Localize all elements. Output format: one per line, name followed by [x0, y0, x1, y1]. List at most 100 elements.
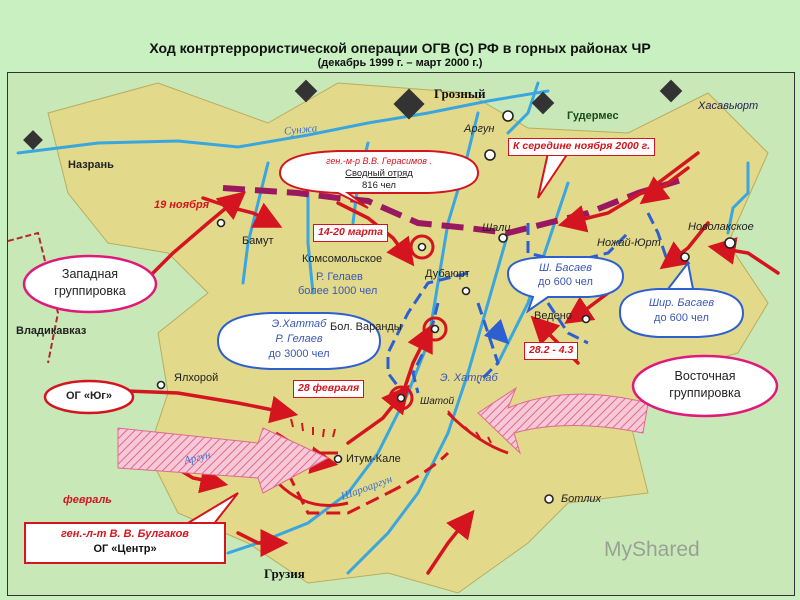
- west-group-line2: группировка: [54, 284, 126, 298]
- west-group-ellipse: [22, 254, 158, 314]
- bulgakov-box: ген.-л-т В. В. Булгаков ОГ «Центр»: [24, 522, 226, 564]
- marker-nozhai: [680, 252, 690, 262]
- marker-shatoy: [396, 393, 406, 403]
- arrow-vedeno: [564, 291, 610, 324]
- bulgakov-line1: ген.-л-т В. В. Булгаков: [61, 528, 189, 540]
- pink-arrow-east: [477, 386, 649, 455]
- map-graphics: [8, 79, 780, 594]
- label-bol-varandy: Бол. Варанды: [330, 321, 402, 333]
- arrow-west: [146, 191, 247, 280]
- gerasimov-bubble: [278, 150, 480, 209]
- label-shatoy: Шатой: [420, 396, 455, 407]
- encircled-markers: [388, 234, 448, 411]
- event-feb28-mar4: 28.2 - 4.3: [524, 342, 579, 360]
- og-yug-label: ОГ «Юг»: [65, 390, 112, 402]
- east-group-line2: группировка: [669, 386, 741, 400]
- og-yug-ellipse: [43, 379, 135, 415]
- ne-block: [659, 79, 683, 103]
- event-nov19: 19 ноября: [154, 199, 210, 211]
- label-bamut: Бамут: [242, 235, 274, 247]
- shir-basaev-line1: Шир. Басаев: [648, 297, 715, 309]
- arrow-east-1: [557, 151, 700, 233]
- marker-dubayurt: [461, 286, 471, 296]
- river-west2: [306, 191, 315, 295]
- gerasimov-line1: ген.-м-р В.В. Герасимов .: [326, 156, 432, 166]
- event-mar14-20: 14-20 марта: [313, 224, 388, 242]
- khattab-line1: Э.Хаттаб: [271, 318, 327, 330]
- label-yalkhoroy: Ялхорой: [174, 372, 219, 384]
- basaev-bubble: [506, 256, 625, 314]
- arrow-east-4: [707, 237, 780, 275]
- river-sunzha: [16, 89, 550, 155]
- grozny-block: [393, 88, 425, 120]
- arrow-lower: [236, 529, 289, 557]
- marker-argun: [502, 110, 514, 122]
- khattab-bubble: [216, 312, 382, 370]
- label-khasavyurt: Хасавьюрт: [698, 100, 759, 112]
- event-nov2000: К середине ноября 2000 г.: [508, 138, 656, 156]
- marker-shali: [498, 233, 508, 243]
- front-line-purple: [222, 175, 689, 237]
- shir-basaev-line2: до 600 чел: [654, 312, 709, 324]
- label-dubayurt: Дубаюрт: [425, 268, 470, 280]
- west-group-line1: Западная: [61, 267, 119, 281]
- label-novolakskoe: Новолакское: [688, 221, 754, 233]
- arrow-south-central: [426, 509, 475, 575]
- label-shali: Шали: [482, 222, 511, 234]
- label-itum-kale: Итум-Кале: [346, 453, 401, 465]
- event-february: февраль: [63, 494, 112, 506]
- label-komsomolskoe: Комсомольское: [302, 253, 383, 265]
- marker-bamut: [216, 218, 226, 228]
- gerasimov-line3: 816 чел: [362, 180, 396, 191]
- marker-north: [484, 149, 496, 161]
- w-block: [23, 130, 43, 150]
- shir-basaev-bubble: [619, 260, 745, 338]
- east-group-line1: Восточная: [674, 369, 736, 383]
- arrow-yug: [124, 389, 299, 424]
- arrow-south-to-shatoy: [346, 384, 410, 445]
- encirclement-dashed: [286, 451, 450, 515]
- gerasimov-line2: Сводный отряд: [345, 168, 413, 179]
- marker-vedeno: [581, 314, 591, 324]
- label-nozhai-yurt: Ножай-Юрт: [597, 237, 661, 249]
- label-khattab-map: Э. Хаттаб: [440, 372, 498, 384]
- marker-komsomolskoe: [417, 242, 427, 252]
- marker-itumkale: [333, 454, 343, 464]
- arrow-shatoy-north: [401, 323, 433, 395]
- arrow-east-3: [659, 221, 710, 270]
- label-vedeno: Ведено: [534, 310, 572, 322]
- operation-map: Грозный Гудермес Хасавьюрт Аргун Назрань…: [7, 72, 795, 596]
- label-argun-town: Аргун: [464, 123, 495, 135]
- basaev-line2: до 600 чел: [538, 276, 593, 288]
- marker-yalkhoroy: [156, 380, 166, 390]
- map-subtitle: (декабрь 1999 г. – март 2000 г.): [317, 57, 483, 69]
- khattab-line2: Р. Гелаев: [275, 333, 323, 345]
- arrow-bamut: [201, 196, 283, 228]
- label-gelaev-2: более 1000 чел: [298, 285, 378, 297]
- arrow-east-2: [639, 166, 690, 205]
- settlement-markers: [156, 110, 736, 504]
- map-title: Ход контртеррористической операции ОГВ (…: [149, 40, 651, 56]
- pink-arrow-south: [117, 427, 330, 494]
- khattab-line3: до 3000 чел: [268, 348, 330, 360]
- marker-botlikh: [544, 494, 554, 504]
- event-feb28: 28 февраля: [293, 380, 365, 398]
- watermark: MyShared: [604, 538, 700, 562]
- river-east: [726, 161, 750, 235]
- east-group-ellipse: [631, 354, 779, 418]
- river-north: [506, 81, 540, 135]
- basaev-line1: Ш. Басаев: [539, 262, 592, 274]
- label-vladikavkaz: Владикавказ: [16, 325, 87, 337]
- label-gelaev-1: Р. Гелаев: [316, 271, 363, 283]
- marker-bolvarandy: [430, 324, 440, 334]
- marker-novolakskoe: [724, 237, 736, 249]
- label-gudermes: Гудермес: [567, 110, 619, 122]
- callout-shapes: [22, 150, 779, 527]
- label-grozny: Грозный: [434, 86, 486, 101]
- river-sharoargun: [346, 231, 510, 575]
- label-georgia: Грузия: [264, 566, 305, 581]
- bulgakov-line2: ОГ «Центр»: [93, 543, 157, 555]
- watermark-text: MyShared: [604, 538, 700, 561]
- label-botlikh: Ботлих: [561, 493, 602, 505]
